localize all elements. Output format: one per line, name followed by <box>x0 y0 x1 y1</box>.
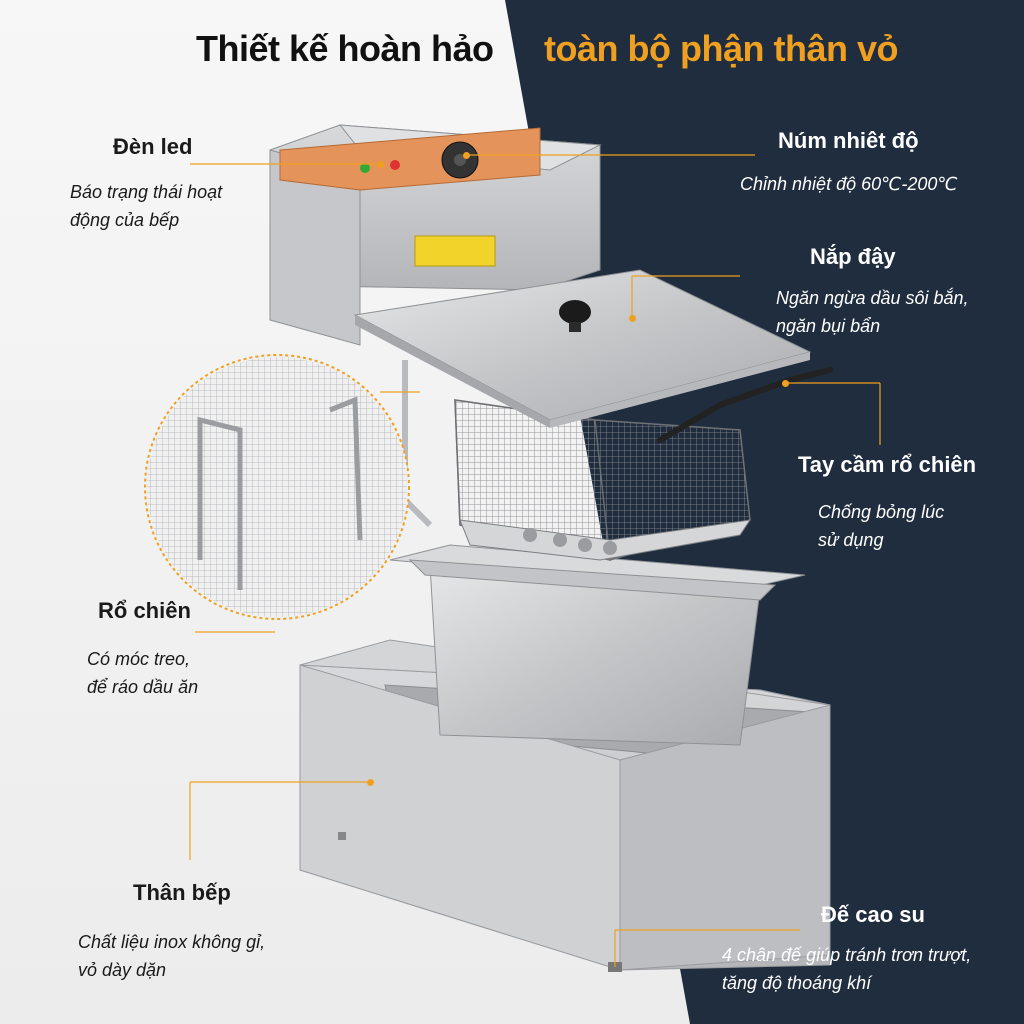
feature-label-lid: Nắp đậy <box>810 244 896 269</box>
feature-desc-feet-1: 4 chân đế giúp tránh trơn trượt, <box>722 945 972 965</box>
callout-dot-handle <box>782 380 789 387</box>
feature-desc-knob-1: Chỉnh nhiệt độ 60℃-200℃ <box>740 174 958 194</box>
feature-label-led: Đèn led <box>113 134 193 159</box>
feature-desc-body-2: vỏ dày dặn <box>78 960 167 980</box>
feature-label-feet: Đế cao su <box>821 902 925 927</box>
control-head <box>269 124 602 346</box>
headline-accent: toàn bộ phận thân vỏ <box>544 28 898 69</box>
feature-label-knob: Núm nhiêt độ <box>778 128 919 153</box>
fry-basket-main <box>454 399 752 561</box>
feature-desc-lid-1: Ngăn ngừa dầu sôi bắn, <box>776 288 969 308</box>
feature-desc-handle-2: sử dụng <box>818 530 884 550</box>
feature-desc-body-1: Chất liệu inox không gỉ, <box>78 932 266 952</box>
callout-lines <box>189 154 881 967</box>
callout-dot-body <box>367 779 374 786</box>
feature-desc-basket-2: để ráo dầu ăn <box>87 677 199 697</box>
feature-desc-handle-1: Chống bỏng lúc <box>818 502 945 522</box>
feature-desc-led-1: Báo trạng thái hoạt <box>70 182 223 202</box>
callout-dot-knob <box>463 152 470 159</box>
basket-zoom-inset <box>144 354 410 620</box>
feature-desc-lid-2: ngăn bụi bẩn <box>776 316 881 336</box>
feature-desc-feet-2: tăng độ thoáng khí <box>722 973 872 993</box>
feature-label-body: Thân bếp <box>133 880 231 905</box>
feature-desc-basket-1: Có móc treo, <box>87 649 191 669</box>
oil-tank <box>389 544 806 746</box>
callout-dot-lid <box>629 315 636 322</box>
lid <box>353 269 812 428</box>
feature-desc-led-2: động của bếp <box>70 210 180 230</box>
headline: Thiết kế hoàn hảo <box>196 28 494 69</box>
feature-label-basket: Rổ chiên <box>98 598 191 623</box>
basket-handle <box>657 367 833 443</box>
feature-label-handle: Tay cầm rổ chiên <box>798 452 977 477</box>
callout-dot-led <box>377 161 384 168</box>
